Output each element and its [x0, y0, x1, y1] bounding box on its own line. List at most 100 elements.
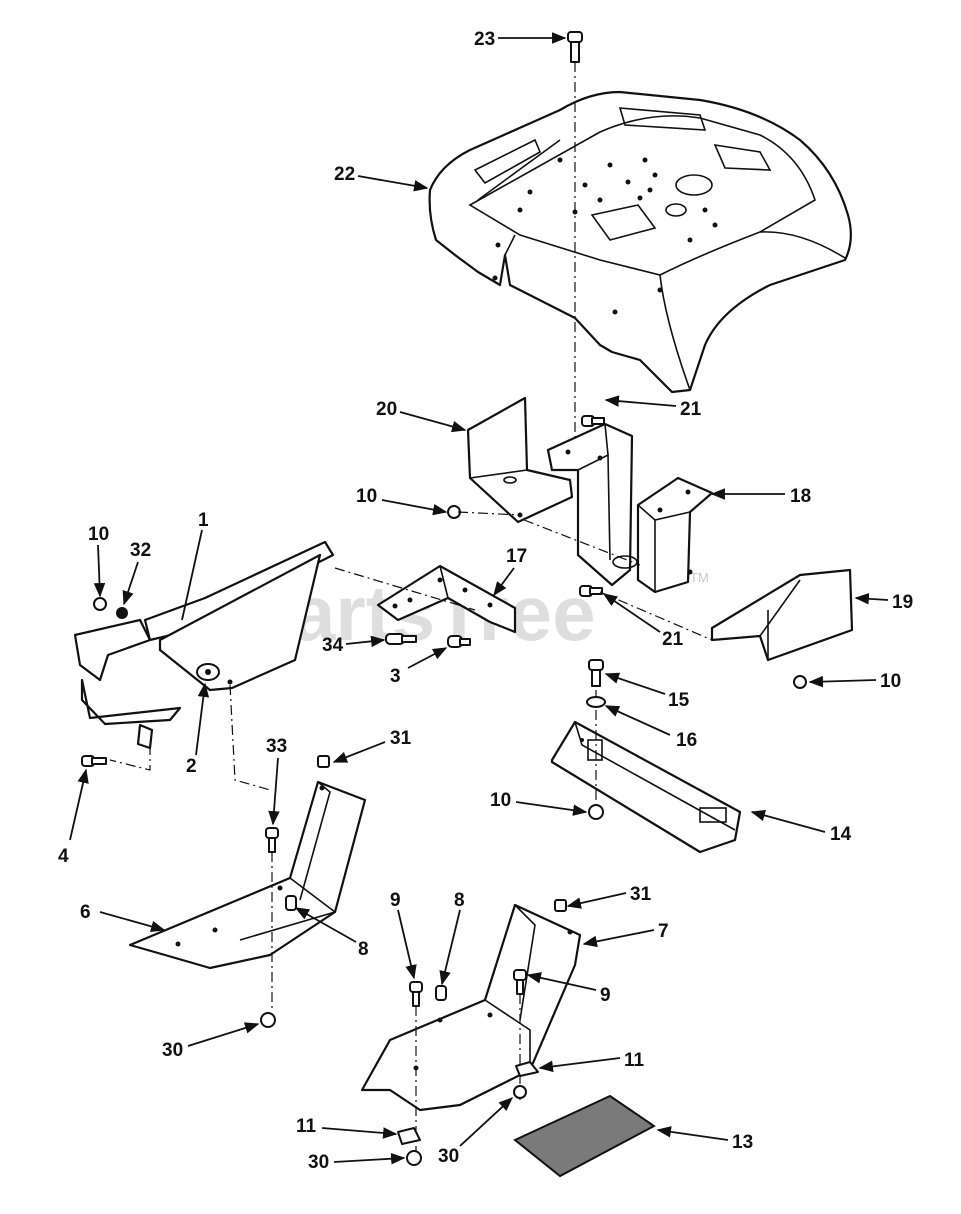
part-13-mat — [513, 1094, 656, 1178]
callout-20: 20 — [376, 399, 467, 433]
callout-label: 15 — [668, 690, 690, 711]
part-8-clip-right — [435, 985, 447, 1001]
callout-15: 15 — [604, 672, 690, 711]
part-10-nut-left — [93, 597, 107, 611]
callout-11-left: 11 — [296, 1116, 398, 1139]
callout-label: 34 — [322, 635, 344, 656]
callout-22: 22 — [334, 164, 429, 192]
part-21-bolt-upper — [581, 415, 605, 427]
callout-label: 8 — [358, 939, 369, 960]
part-32-washer — [116, 607, 128, 619]
callout-31-left: 31 — [332, 728, 412, 763]
callout-label: 13 — [732, 1132, 753, 1153]
callout-label: 10 — [490, 790, 511, 811]
part-30-nut-left — [260, 1012, 276, 1028]
part-20-bracket — [466, 396, 574, 524]
callout-9-left: 9 — [390, 890, 417, 980]
callout-label: 11 — [624, 1050, 645, 1071]
callout-label: 31 — [390, 728, 412, 749]
callout-31-right: 31 — [566, 884, 652, 909]
callout-30-left: 30 — [162, 1022, 260, 1061]
part-19-channel — [710, 568, 854, 662]
callout-label: 33 — [266, 736, 287, 757]
callout-19: 19 — [854, 592, 913, 613]
callout-label: 10 — [88, 524, 109, 545]
part-31-clip-left — [317, 755, 330, 768]
callout-21-lower: 21 — [602, 593, 684, 650]
callout-17: 17 — [493, 546, 527, 597]
callout-label: 2 — [186, 756, 197, 777]
part-11-clip-right — [515, 1061, 539, 1077]
callout-23: 23 — [474, 29, 567, 50]
callout-label: 21 — [680, 399, 702, 420]
callout-32: 32 — [122, 540, 151, 606]
watermark-trademark: TM — [690, 570, 709, 585]
part-23-bolt — [567, 31, 583, 440]
part-11-clip-left — [397, 1127, 421, 1145]
callout-label: 14 — [830, 824, 852, 845]
callout-33: 33 — [266, 736, 287, 826]
callout-18: 18 — [710, 486, 811, 507]
callout-10-right: 10 — [808, 671, 901, 692]
callout-label: 21 — [662, 629, 684, 650]
callout-label: 6 — [80, 902, 91, 923]
part-30-nut-right — [513, 1085, 527, 1099]
callout-label: 20 — [376, 399, 397, 420]
callout-label: 30 — [438, 1146, 459, 1167]
part-8-clip-left — [285, 895, 297, 911]
callout-8-left: 8 — [294, 907, 369, 960]
part-16-washer — [586, 696, 606, 708]
part-17-angle-bracket — [376, 564, 517, 634]
callout-10-left: 10 — [88, 524, 109, 598]
part-22-dash-panel — [428, 90, 852, 394]
callout-13: 13 — [656, 1126, 753, 1153]
callout-10-center: 10 — [356, 486, 448, 516]
callout-label: 10 — [880, 671, 901, 692]
part-10-nut-lower — [588, 804, 604, 820]
callout-label: 3 — [390, 666, 401, 687]
part-34-bolt — [385, 633, 417, 645]
callout-7: 7 — [582, 921, 669, 948]
part-14-plate — [550, 720, 742, 854]
callout-label: 8 — [454, 890, 465, 911]
part-6-floor-plate — [128, 780, 367, 970]
part-15-bolt — [588, 659, 604, 800]
callout-1: 1 — [181, 510, 209, 621]
callout-30-bottom: 30 — [308, 1152, 406, 1173]
part-1-support — [73, 540, 335, 750]
callout-label: 10 — [356, 486, 377, 507]
part-7-floor-plate — [360, 903, 582, 1112]
callout-30-center: 30 — [438, 1097, 514, 1167]
callout-label: 23 — [474, 29, 495, 50]
part-31-clip-right — [554, 899, 567, 912]
callout-label: 1 — [198, 510, 209, 531]
callout-label: 9 — [390, 890, 401, 911]
callout-label: 32 — [130, 540, 151, 561]
callout-10-lower: 10 — [490, 790, 588, 816]
part-9-bolt-right — [513, 969, 527, 1100]
callout-9-right: 9 — [526, 972, 611, 1006]
part-3-bolt — [447, 635, 471, 648]
callout-21-top: 21 — [604, 395, 702, 420]
part-21-bolt-lower — [579, 585, 603, 597]
callout-8-right: 8 — [439, 890, 465, 986]
part-30-nut-bottom — [406, 1150, 422, 1166]
callout-34: 34 — [322, 635, 386, 656]
callout-2: 2 — [186, 682, 210, 777]
part-4-bolt — [81, 755, 107, 767]
callout-3: 3 — [390, 647, 448, 687]
part-10-nut-right — [793, 675, 807, 689]
callout-16: 16 — [604, 705, 697, 751]
callout-label: 30 — [308, 1152, 329, 1173]
callout-label: 22 — [334, 164, 355, 185]
callout-label: 19 — [892, 592, 913, 613]
part-33-bolt — [265, 827, 279, 1010]
callout-label: 31 — [630, 884, 652, 905]
part-18-bracket — [636, 476, 714, 594]
callout-label: 4 — [58, 846, 69, 867]
callout-label: 18 — [790, 486, 811, 507]
callout-11-right: 11 — [538, 1050, 645, 1073]
part-21-upright-bracket — [546, 422, 638, 587]
